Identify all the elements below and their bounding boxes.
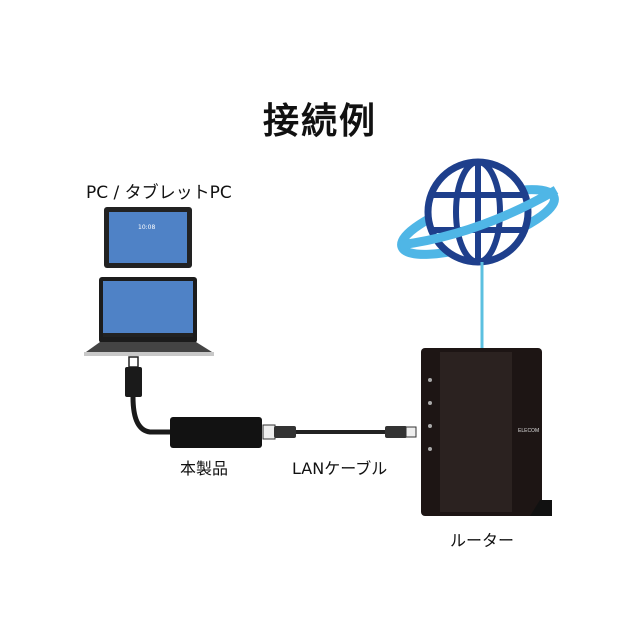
tablet-clock: 10:08 <box>138 224 156 231</box>
lan-cable-label: LANケーブル <box>292 459 388 478</box>
router-icon: ELECOM <box>421 348 552 516</box>
laptop-icon <box>84 277 214 356</box>
page-title: 接続例 <box>262 101 377 142</box>
pc-tablet-label: PC / タブレットPC <box>86 183 232 203</box>
tablet-icon <box>104 207 192 268</box>
usb-plug-icon <box>125 356 172 435</box>
router-brand: ELECOM <box>518 428 539 434</box>
internet-globe-icon <box>397 158 559 266</box>
router-label: ルーター <box>450 531 515 550</box>
usb-lan-adapter-icon <box>170 417 276 448</box>
lan-cable-icon <box>274 426 417 438</box>
adapter-label: 本製品 <box>180 459 229 478</box>
